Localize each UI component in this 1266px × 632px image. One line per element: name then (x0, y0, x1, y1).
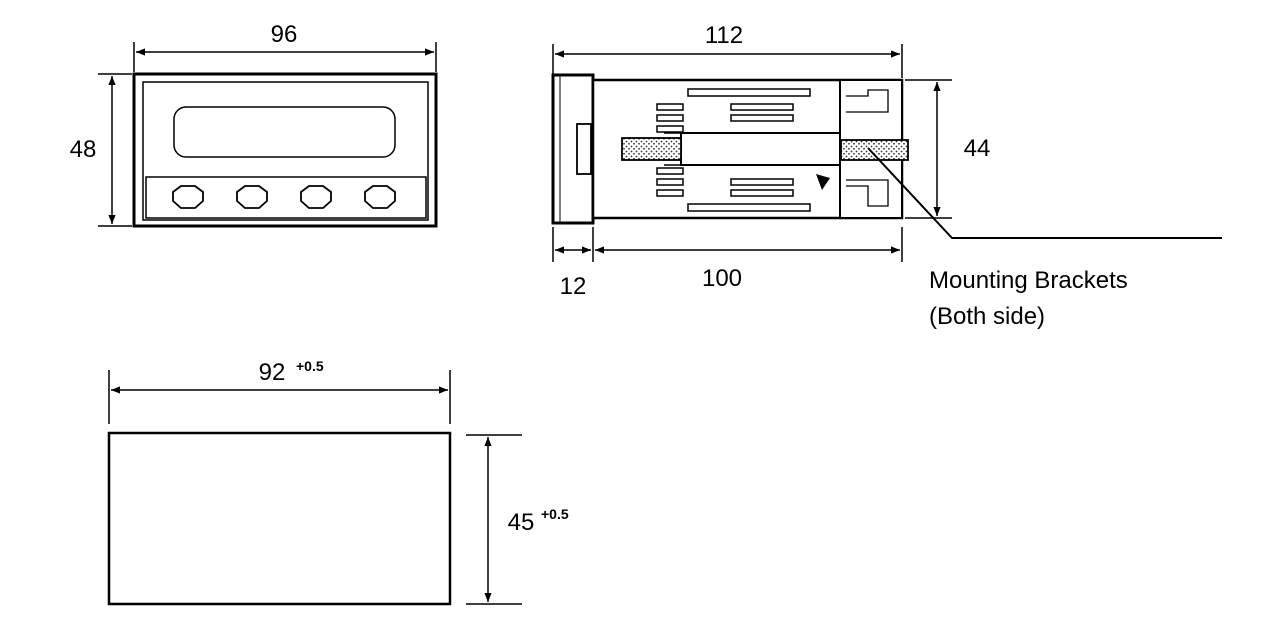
front-key-2 (236, 185, 268, 209)
body-depth-label: 100 (702, 265, 742, 292)
side-length-label: 112 (705, 22, 743, 49)
cutout-height-label: 45 (508, 509, 535, 536)
callout-leader (867, 147, 1222, 239)
bezel-latch (576, 123, 592, 175)
side-height-label: 44 (964, 135, 991, 162)
bracket-screw-left (621, 137, 682, 161)
bezel-depth-label: 12 (560, 273, 587, 300)
callout-line-1: Mounting Brackets (929, 267, 1128, 294)
vent-slots-lower (656, 167, 811, 212)
front-view: 96 48 (70, 21, 438, 228)
panel-cutout: 92 +0.5 45 +0.5 (107, 358, 569, 606)
callout-line-2: (Both side) (929, 303, 1045, 330)
side-view: 112 44 (551, 22, 1222, 330)
front-height-label: 48 (70, 136, 97, 163)
bracket-pointer (816, 174, 830, 190)
vent-slots-upper (656, 88, 811, 133)
bracket-screw-right (840, 139, 909, 161)
front-key-1 (172, 185, 204, 209)
display-window (173, 106, 396, 158)
cutout-width-tolerance: +0.5 (296, 358, 324, 374)
cutout-rectangle (107, 431, 452, 606)
cutout-width-label: 92 (259, 359, 286, 386)
front-key-4 (364, 185, 396, 209)
mounting-bracket-body (680, 132, 841, 166)
front-width-label: 96 (271, 21, 298, 48)
front-key-3 (300, 185, 332, 209)
cutout-height-tolerance: +0.5 (541, 506, 569, 522)
